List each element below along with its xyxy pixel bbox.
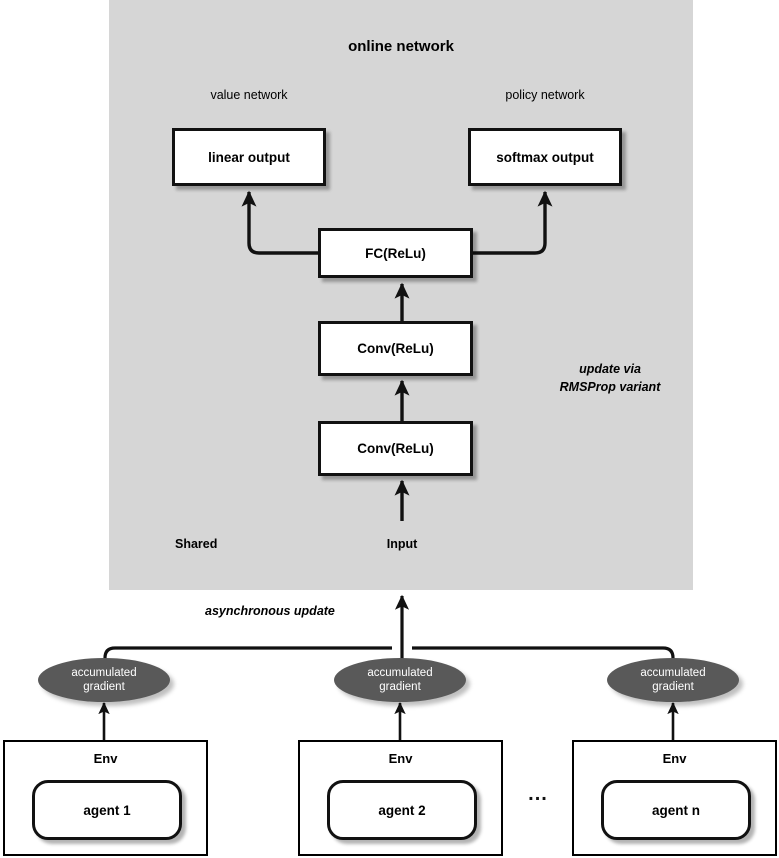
node-fc-relu[interactable]: FC(ReLu)	[318, 228, 473, 278]
env-box-2[interactable]: Env agent 2	[298, 740, 503, 856]
node-linear-output[interactable]: linear output	[172, 128, 326, 186]
node-conv-relu-lower-label: Conv(ReLu)	[357, 441, 434, 456]
accumulated-gradient-n-label: accumulated gradient	[640, 666, 706, 693]
agent-box-n[interactable]: agent n	[601, 780, 751, 840]
accumulated-gradient-2-label: accumulated gradient	[367, 666, 433, 693]
env-box-1[interactable]: Env agent 1	[3, 740, 208, 856]
shared-label: Shared	[175, 537, 218, 551]
accumulated-gradient-2[interactable]: accumulated gradient	[334, 658, 466, 702]
value-network-label: value network	[210, 88, 288, 102]
node-conv-relu-upper[interactable]: Conv(ReLu)	[318, 321, 473, 376]
env-box-n[interactable]: Env agent n	[572, 740, 777, 856]
agent-box-2-label: agent 2	[378, 802, 426, 818]
accumulated-gradient-1[interactable]: accumulated gradient	[38, 658, 170, 702]
node-linear-output-label: linear output	[208, 149, 290, 165]
node-softmax-output-label: softmax output	[496, 149, 594, 165]
input-label: Input	[386, 537, 418, 551]
asynchronous-update-label: asynchronous update	[205, 604, 335, 618]
page-title: online network	[348, 38, 454, 55]
policy-network-label: policy network	[505, 88, 585, 102]
env-box-n-label: Env	[662, 751, 687, 766]
node-conv-relu-upper-label: Conv(ReLu)	[357, 341, 434, 356]
rmsprop-update-note: update via RMSProp variant	[559, 362, 661, 395]
node-conv-relu-lower[interactable]: Conv(ReLu)	[318, 421, 473, 476]
accumulated-gradient-1-label: accumulated gradient	[71, 666, 137, 693]
ellipsis-label: ...	[528, 783, 548, 805]
agent-box-1[interactable]: agent 1	[32, 780, 182, 840]
env-box-2-label: Env	[388, 751, 413, 766]
node-softmax-output[interactable]: softmax output	[468, 128, 622, 186]
env-box-1-label: Env	[93, 751, 118, 766]
agent-box-n-label: agent n	[651, 802, 700, 818]
accumulated-gradient-n[interactable]: accumulated gradient	[607, 658, 739, 702]
agent-box-1-label: agent 1	[83, 802, 131, 818]
agent-box-2[interactable]: agent 2	[327, 780, 477, 840]
node-fc-relu-label: FC(ReLu)	[365, 245, 426, 261]
